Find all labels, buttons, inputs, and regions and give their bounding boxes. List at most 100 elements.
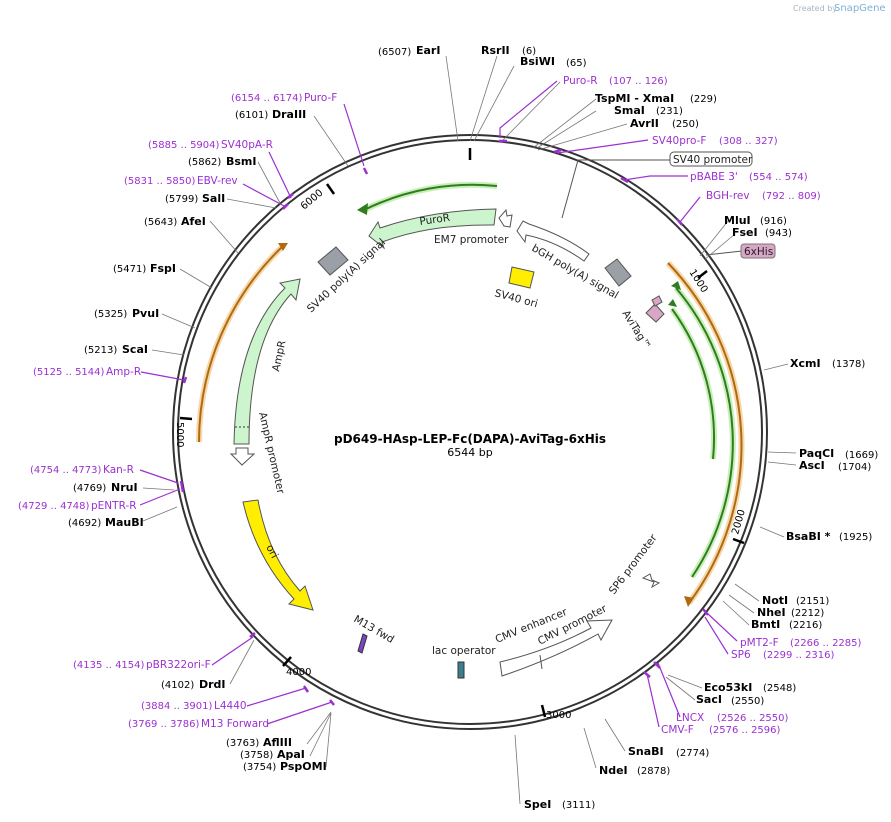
primer-name: SV40pA-R bbox=[221, 139, 273, 151]
site-name: ApaI bbox=[277, 748, 305, 761]
site-pos: (4769) bbox=[73, 483, 106, 494]
primer-range: (3884 .. 3901) bbox=[141, 701, 213, 712]
tick-3000: 3000 bbox=[546, 710, 571, 721]
primer-range: (4754 .. 4773) bbox=[30, 465, 102, 476]
site-name: AfeI bbox=[181, 215, 206, 228]
primer-leaders bbox=[139, 80, 738, 728]
primer-name: BGH-rev bbox=[706, 190, 750, 202]
site-pos: (5643) bbox=[144, 217, 177, 228]
site-name: TspMI - XmaI bbox=[595, 92, 674, 105]
m13-fwd-feature: M13 fwd bbox=[352, 613, 396, 654]
site-pos: (2550) bbox=[731, 696, 764, 707]
tick-marks bbox=[179, 148, 745, 718]
site-name: ScaI bbox=[122, 343, 148, 356]
primer-name: pENTR-R bbox=[91, 500, 137, 512]
site-pos: (5799) bbox=[165, 194, 198, 205]
gray-box-right bbox=[604, 258, 632, 287]
site-name: BmtI bbox=[751, 618, 780, 631]
site-pos: (2548) bbox=[763, 683, 796, 694]
plasmid-name: pD649-HAsp-LEP-Fc(DAPA)-AviTag-6xHis bbox=[334, 432, 606, 446]
site-name: EarI bbox=[416, 44, 440, 57]
site-pos: (231) bbox=[656, 106, 683, 117]
primer-name: pMT2-F bbox=[740, 637, 779, 649]
sv40-ori-feature: SV40 ori bbox=[493, 266, 539, 310]
site-name: BsmI bbox=[226, 155, 257, 168]
primer-name: L4440 bbox=[214, 700, 247, 712]
sv40-ori-label: SV40 ori bbox=[493, 287, 539, 310]
site-pos: (1704) bbox=[838, 462, 871, 473]
site-name: BsaBI * bbox=[786, 530, 831, 543]
cmv-feature: CMV enhancer CMV promoter bbox=[494, 602, 613, 677]
site-name: XcmI bbox=[790, 357, 821, 370]
site-pos: (3111) bbox=[562, 800, 595, 811]
primers-left: (6154 .. 6174) Puro-F (5885 .. 5904) SV4… bbox=[18, 92, 337, 730]
site-pos: (2151) bbox=[796, 596, 829, 607]
site-name: DrdI bbox=[199, 678, 226, 691]
site-pos: (2878) bbox=[637, 766, 670, 777]
sites-left: (6507) EarI (6101) DraIII (5862) BsmI (5… bbox=[68, 44, 440, 773]
site-name: NheI bbox=[757, 606, 786, 619]
puror-feature: PuroR bbox=[368, 208, 497, 250]
sv40-polya-label: SV40 poly(A) signal bbox=[305, 236, 388, 315]
site-name: FspI bbox=[150, 262, 176, 275]
plasmid-size: 6544 bp bbox=[447, 446, 492, 459]
site-name: PvuI bbox=[132, 307, 159, 320]
site-name: SnaBI bbox=[628, 745, 664, 758]
site-pos: (65) bbox=[566, 58, 587, 69]
bgh-feature: bGH poly(A) signal bbox=[516, 220, 620, 302]
site-pos: (3763) bbox=[226, 738, 259, 749]
site-name: MluI bbox=[724, 214, 751, 227]
tick-6000: 6000 bbox=[299, 188, 326, 213]
sv40-promoter-label: SV40 promoter bbox=[673, 154, 753, 166]
site-name: NotI bbox=[762, 594, 788, 607]
primer-name: Amp-R bbox=[106, 366, 141, 378]
site-pos: (4692) bbox=[68, 518, 101, 529]
site-name: DraIII bbox=[272, 108, 306, 121]
primer-range: (107 .. 126) bbox=[609, 76, 668, 87]
primer-range: (2576 .. 2596) bbox=[709, 725, 781, 736]
site-pos: (1669) bbox=[845, 450, 878, 461]
site-name: SacI bbox=[696, 693, 722, 706]
site-name: NruI bbox=[111, 481, 138, 494]
site-name: NdeI bbox=[599, 764, 628, 777]
orange-arcs bbox=[196, 243, 745, 607]
site-pos: (250) bbox=[672, 119, 699, 130]
site-leaders bbox=[142, 55, 797, 805]
site-name: AscI bbox=[799, 459, 825, 472]
primer-range: (792 .. 809) bbox=[762, 191, 821, 202]
site-pos: (3758) bbox=[240, 750, 273, 761]
primer-range: (3769 .. 3786) bbox=[128, 719, 200, 730]
site-name: AflIII bbox=[263, 736, 292, 749]
primer-name: SP6 bbox=[731, 649, 751, 661]
site-name: PspOMI bbox=[280, 760, 327, 773]
primer-range: (2299 .. 2316) bbox=[763, 650, 835, 661]
primer-range: (5125 .. 5144) bbox=[33, 367, 105, 378]
primer-name: M13 Forward bbox=[201, 718, 269, 730]
site-pos: (943) bbox=[765, 228, 792, 239]
his-tag-label: 6xHis bbox=[744, 246, 773, 258]
tick-4000: 4000 bbox=[286, 667, 311, 678]
ampr-promoter-label: AmpR promoter bbox=[256, 411, 287, 496]
em7-label: EM7 promoter bbox=[434, 234, 509, 246]
site-pos: (6507) bbox=[378, 47, 411, 58]
site-name: MauBI bbox=[105, 516, 144, 529]
puror-label: PuroR bbox=[419, 212, 451, 228]
site-pos: (1378) bbox=[832, 359, 865, 370]
site-pos: (3754) bbox=[243, 762, 276, 773]
site-name: FseI bbox=[732, 226, 758, 239]
primers-right: Puro-R (107 .. 126) SV40pro-F (308 .. 32… bbox=[563, 75, 862, 736]
site-name: Eco53kI bbox=[704, 681, 752, 694]
primer-range: (6154 .. 6174) bbox=[231, 93, 303, 104]
site-pos: (5471) bbox=[113, 264, 146, 275]
site-pos: (4102) bbox=[161, 680, 194, 691]
primer-range: (5831 .. 5850) bbox=[124, 176, 196, 187]
site-pos: (2774) bbox=[676, 748, 709, 759]
site-pos: (5862) bbox=[188, 157, 221, 168]
site-pos: (6101) bbox=[235, 110, 268, 121]
sp6-promoter-feature: SP6 promoter bbox=[607, 532, 661, 597]
created-by-text: Created by bbox=[793, 4, 837, 13]
site-name: AvrII bbox=[630, 117, 659, 130]
site-name: RsrII bbox=[481, 44, 510, 57]
ampr-label: AmpR bbox=[270, 339, 288, 372]
primer-name: Kan-R bbox=[103, 464, 134, 476]
